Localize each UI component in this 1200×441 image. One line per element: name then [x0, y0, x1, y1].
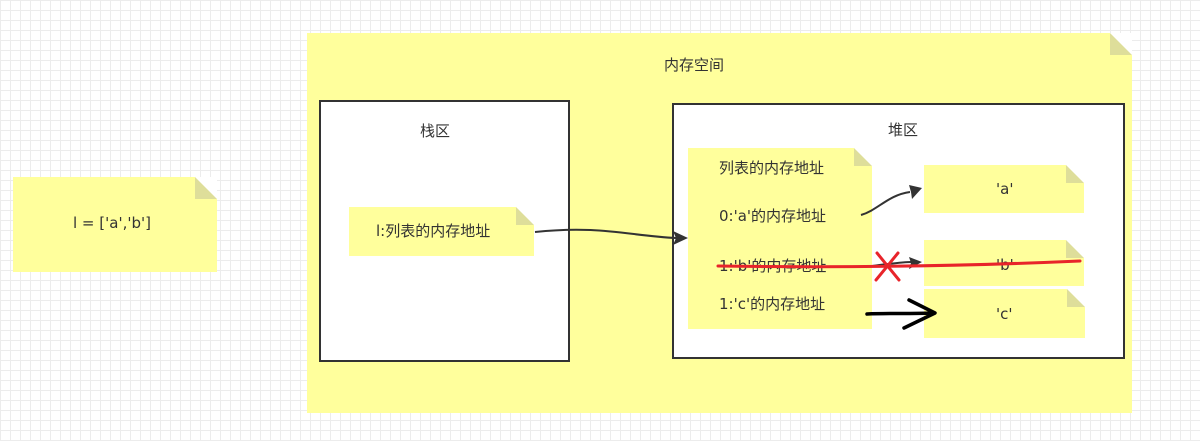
stack-area-title: 栈区: [420, 122, 451, 140]
list-object-header: 列表的内存地址: [719, 159, 825, 177]
value-note-a: 'a': [924, 165, 1084, 213]
value-c-text: 'c': [996, 305, 1013, 323]
list-slot-2: 1:'c'的内存地址: [719, 295, 826, 313]
variable-note-text: l = ['a','b']: [73, 214, 151, 232]
list-slot-1: 1:'b'的内存地址: [719, 257, 827, 275]
list-slot-0: 0:'a'的内存地址: [719, 207, 827, 225]
stack-reference-note: l:列表的内存地址: [349, 207, 534, 256]
memory-space-title: 内存空间: [664, 56, 725, 74]
list-object-note: 列表的内存地址 0:'a'的内存地址 1:'b'的内存地址 1:'c'的内存地址: [688, 148, 872, 329]
variable-note: l = ['a','b']: [13, 177, 217, 272]
heap-area-title: 堆区: [888, 121, 919, 139]
value-a-text: 'a': [996, 180, 1014, 198]
stack-reference-text: l:列表的内存地址: [376, 222, 491, 240]
value-note-b: 'b': [924, 240, 1084, 286]
value-note-c: 'c': [924, 289, 1085, 338]
value-b-text: 'b': [996, 256, 1014, 274]
